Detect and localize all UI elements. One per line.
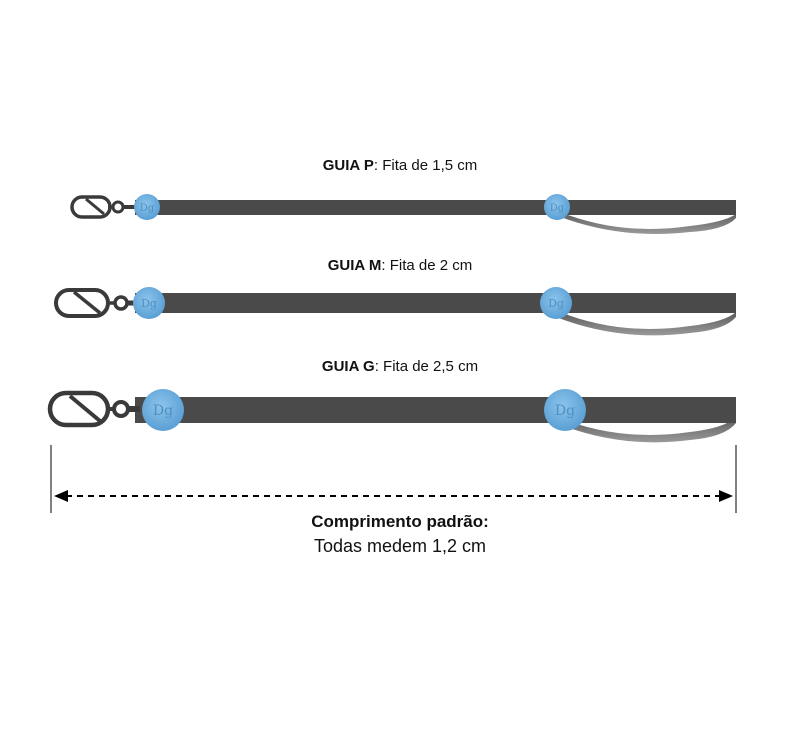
leash-g-desc: Fita de 2,5 cm <box>378 358 479 375</box>
svg-text:Dg: Dg <box>153 403 173 419</box>
svg-text:Dg: Dg <box>140 203 155 214</box>
logo-badge-icon: Dg <box>540 287 572 319</box>
logo-badge-icon: Dg <box>134 194 160 220</box>
leash-m-sep: : <box>381 257 386 274</box>
logo-badge-icon: Dg <box>142 389 184 431</box>
leash-p-handle-loop <box>558 212 736 234</box>
leash-m-caption: GUIA M: Fita de 2 cm <box>0 257 800 274</box>
leash-m-desc: Fita de 2 cm <box>385 257 473 274</box>
dimension-arrow-icon <box>50 445 737 513</box>
leash-g-strap <box>135 397 736 423</box>
leash-m-size: GUIA M <box>327 257 382 274</box>
carabiner-icon <box>47 390 140 428</box>
leash-p-size: GUIA P <box>322 157 374 174</box>
leash-m: Dg Dg <box>54 287 736 336</box>
svg-text:Dg: Dg <box>141 297 157 310</box>
leash-m-strap <box>135 293 736 313</box>
leash-p-strap <box>135 200 736 215</box>
leash-p: Dg Dg <box>70 194 736 234</box>
svg-text:Dg: Dg <box>548 297 564 310</box>
logo-badge-icon: Dg <box>544 389 586 431</box>
carabiner-icon <box>70 195 136 219</box>
logo-badge-icon: Dg <box>133 287 165 319</box>
leash-g-size: GUIA G <box>321 358 375 375</box>
leash-p-desc: Fita de 1,5 cm <box>378 157 478 174</box>
leash-g: Dg Dg <box>47 389 736 443</box>
svg-text:Dg: Dg <box>555 403 575 419</box>
leash-p-caption: GUIA P: Fita de 1,5 cm <box>0 157 800 174</box>
leash-g-sep: : <box>374 358 379 375</box>
leash-g-handle-loop <box>556 417 736 443</box>
standard-length-subtitle: Todas medem 1,2 cm <box>313 536 487 556</box>
standard-length-title: Comprimento padrão: <box>311 512 489 531</box>
logo-badge-icon: Dg <box>544 194 570 220</box>
leash-m-handle-loop <box>556 312 736 336</box>
carabiner-icon <box>54 288 138 318</box>
svg-text:Dg: Dg <box>550 203 565 214</box>
leash-g-caption: GUIA G: Fita de 2,5 cm <box>0 358 800 375</box>
leash-p-sep: : <box>373 157 379 174</box>
